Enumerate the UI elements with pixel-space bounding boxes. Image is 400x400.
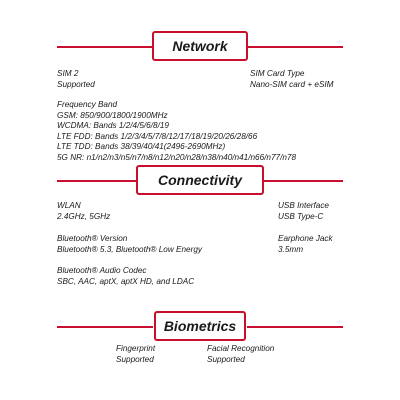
wlan-block: WLAN 2.4GHz, 5GHz: [57, 201, 110, 222]
connectivity-heading: Connectivity: [157, 172, 242, 188]
gsm-bands: GSM: 850/900/1800/1900MHz: [57, 110, 168, 120]
wlan-label: WLAN: [57, 201, 81, 210]
wlan-value: 2.4GHz, 5GHz: [57, 211, 111, 221]
earphone-jack-label: Earphone Jack: [278, 234, 333, 243]
usb-block: USB Interface USB Type-C: [278, 201, 329, 222]
bluetooth-version-value: Bluetooth® 5.3, Bluetooth® Low Energy: [57, 244, 202, 254]
sim-card-type-block: SIM Card Type Nano-SIM card + eSIM: [250, 69, 334, 90]
usb-label: USB Interface: [278, 201, 329, 210]
header-rule-right: [247, 46, 343, 48]
biometrics-heading: Biometrics: [163, 318, 237, 334]
header-rule-right: [247, 326, 343, 328]
section-title-box: Biometrics: [154, 311, 246, 341]
facial-recognition-value: Supported: [207, 354, 245, 364]
header-rule-right: [263, 180, 343, 182]
lte-fdd-bands: LTE FDD: Bands 1/2/3/4/5/7/8/12/17/18/19…: [57, 131, 258, 141]
network-section-header: Network: [0, 31, 400, 63]
usb-value: USB Type-C: [278, 211, 324, 221]
wcdma-bands: WCDMA: Bands 1/2/4/5/6/8/19: [57, 121, 169, 130]
fingerprint-label: Fingerprint: [116, 344, 156, 353]
frequency-band-label: Frequency Band: [57, 100, 118, 109]
earphone-jack-value: 3.5mm: [278, 244, 304, 254]
frequency-band-block: Frequency Band GSM: 850/900/1800/1900MHz…: [57, 100, 296, 163]
facial-recognition-label: Facial Recognition: [207, 344, 275, 353]
sim-card-type-value: Nano-SIM card + eSIM: [250, 79, 334, 89]
lte-tdd-bands: LTE TDD: Bands 38/39/40/41(2496-2690MHz): [57, 142, 226, 151]
header-rule-left: [57, 326, 153, 328]
section-title-box: Connectivity: [136, 165, 264, 195]
sim-block: SIM 2 Supported: [57, 69, 95, 90]
sim-card-type-label: SIM Card Type: [250, 69, 305, 78]
audio-codec-value: SBC, AAC, aptX, aptX HD, and LDAC: [57, 276, 195, 286]
earphone-jack-block: Earphone Jack 3.5mm: [278, 234, 333, 255]
sim-label: SIM 2: [57, 69, 79, 78]
section-title-box: Network: [152, 31, 248, 61]
5g-nr-bands: 5G NR: n1/n2/n3/n5/n7/n8/n12/n20/n28/n38…: [57, 152, 297, 162]
bluetooth-version-label: Bluetooth® Version: [57, 234, 128, 243]
audio-codec-block: Bluetooth® Audio Codec SBC, AAC, aptX, a…: [57, 266, 194, 287]
header-rule-left: [57, 46, 153, 48]
audio-codec-label: Bluetooth® Audio Codec: [57, 266, 147, 275]
header-rule-left: [57, 180, 137, 182]
connectivity-section-header: Connectivity: [0, 165, 400, 197]
facial-recognition-block: Facial Recognition Supported: [207, 344, 274, 365]
sim-value: Supported: [57, 79, 95, 89]
bluetooth-version-block: Bluetooth® Version Bluetooth® 5.3, Bluet…: [57, 234, 202, 255]
network-heading: Network: [172, 38, 228, 54]
fingerprint-block: Fingerprint Supported: [116, 344, 155, 365]
biometrics-section-header: Biometrics: [0, 311, 400, 343]
fingerprint-value: Supported: [116, 354, 154, 364]
